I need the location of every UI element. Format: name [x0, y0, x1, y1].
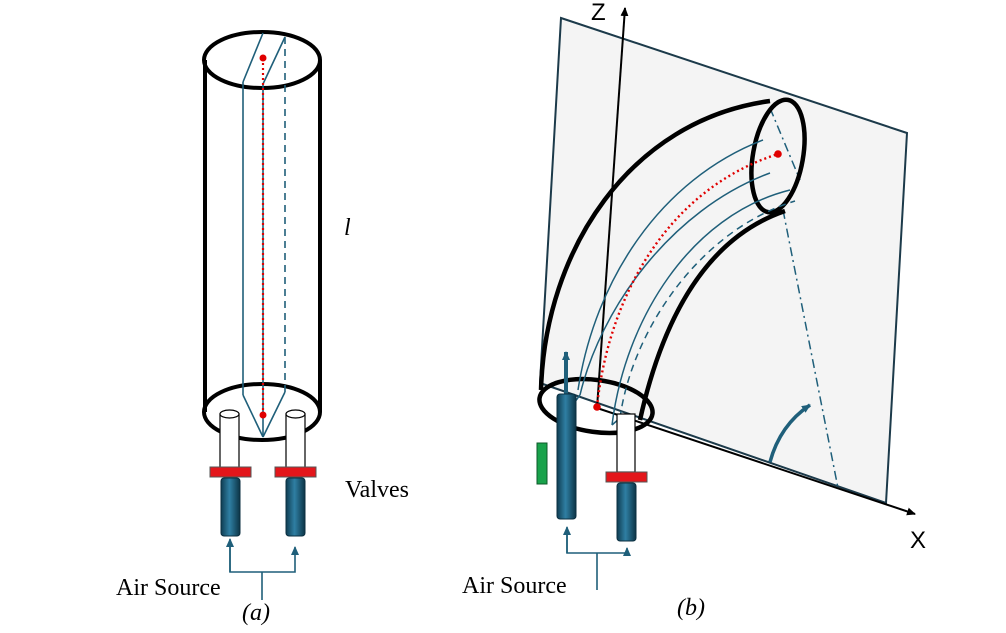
- feed-tube-right-b: [616, 482, 637, 542]
- valves-label: Valves: [345, 477, 409, 503]
- center-line-bent: [593, 150, 782, 411]
- panel-b-bent-actuator: Z X: [462, 0, 926, 621]
- valve-right: [274, 466, 317, 478]
- bending-plane: [538, 16, 909, 505]
- feed-tube-left-b: [556, 393, 577, 520]
- inner-chambers: [242, 32, 286, 438]
- length-label: l: [344, 215, 351, 241]
- x-axis: [596, 407, 916, 516]
- air-source-lines-a: [226, 538, 299, 600]
- valve-right-b: [605, 471, 648, 483]
- bend-angle-arrow: [768, 403, 811, 463]
- feed-tube-right: [285, 477, 306, 537]
- inlet-pipe-right-b: [616, 413, 636, 473]
- panel-a-straight-actuator: l Valves Air Source (a): [116, 30, 409, 626]
- reference-lines: [769, 107, 839, 489]
- air-source-label-a: Air Source: [116, 575, 221, 601]
- bent-tube-tip-ellipse: [749, 97, 807, 215]
- bent-tube-outline: [537, 97, 807, 436]
- z-axis-label: Z: [591, 0, 606, 26]
- air-source-label-b: Air Source: [462, 573, 567, 599]
- x-axis-label: X: [910, 527, 926, 554]
- open-valve-indicator: [536, 442, 548, 485]
- air-source-lines-b: [563, 526, 631, 590]
- feed-tube-left: [220, 477, 241, 537]
- center-line: [259, 54, 267, 419]
- caption-b: (b): [677, 595, 705, 621]
- z-axis: [596, 7, 629, 409]
- inner-chambers-bent: [562, 139, 796, 426]
- valve-left: [209, 466, 252, 478]
- caption-a: (a): [242, 600, 270, 626]
